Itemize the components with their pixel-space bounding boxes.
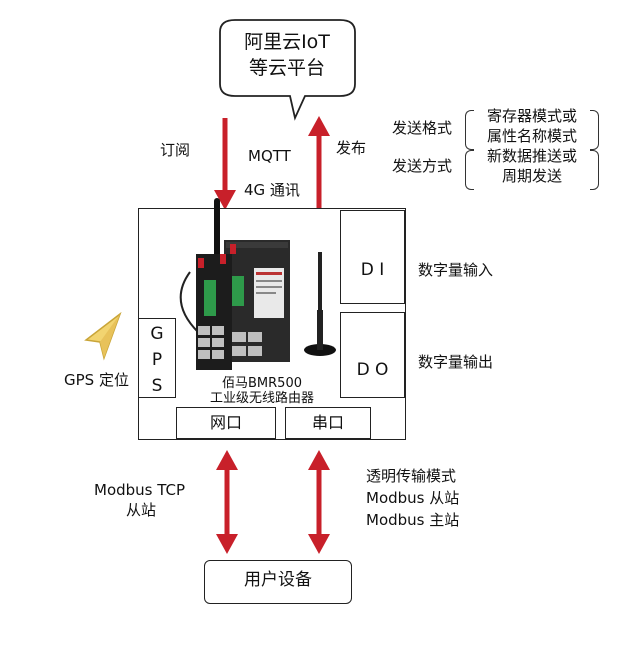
do-description: 数字量输出 bbox=[418, 353, 494, 371]
method-bracket-right bbox=[590, 150, 599, 190]
gps-description: GPS 定位 bbox=[64, 371, 129, 389]
send-format-option1: 寄存器模式或 bbox=[486, 107, 577, 125]
di-description: 数字量输入 bbox=[418, 261, 494, 279]
ethernet-port-box bbox=[176, 407, 276, 439]
format-bracket-right bbox=[590, 110, 599, 150]
cloud-bubble bbox=[219, 19, 356, 121]
gps-box bbox=[138, 318, 176, 398]
user-device-box bbox=[204, 560, 352, 604]
ethernet-arrow-head-down bbox=[216, 534, 238, 554]
serial-port-box bbox=[285, 407, 371, 439]
router-image bbox=[179, 198, 336, 370]
ethernet-port-label: 网口 bbox=[209, 413, 242, 432]
serial-arrow-head-down bbox=[308, 534, 330, 554]
publish-label: 发布 bbox=[336, 139, 367, 157]
send-method-option1: 新数据推送或 bbox=[486, 147, 577, 165]
cloud-title-line2: 等云平台 bbox=[248, 57, 325, 79]
send-format-option2: 属性名称模式 bbox=[486, 127, 577, 145]
router-name-line1: 佰马BMR500 bbox=[222, 376, 302, 391]
publish-arrow-head bbox=[308, 116, 330, 136]
subscribe-arrow-head bbox=[214, 190, 236, 210]
serial-arrow-head-up bbox=[308, 450, 330, 470]
serial-mode-line3: Modbus 主站 bbox=[366, 511, 460, 529]
modbus-tcp-label: Modbus TCP bbox=[94, 481, 186, 499]
network-label: 4G 通讯 bbox=[244, 181, 300, 199]
method-bracket-left bbox=[465, 150, 474, 190]
ethernet-arrow-head-up bbox=[216, 450, 238, 470]
router-name-line2: 工业级无线路由器 bbox=[209, 391, 314, 406]
serial-port-label: 串口 bbox=[311, 413, 344, 432]
subscribe-label: 订阅 bbox=[160, 141, 191, 159]
cloud-title-line1: 阿里云IoT bbox=[244, 31, 330, 53]
send-method-label: 发送方式 bbox=[392, 157, 453, 175]
gps-label: GPS bbox=[147, 324, 167, 402]
send-method-option2: 周期发送 bbox=[501, 167, 562, 185]
send-format-label: 发送格式 bbox=[392, 119, 453, 137]
di-label: D I bbox=[360, 260, 385, 280]
serial-mode-line1: 透明传输模式 bbox=[366, 467, 457, 485]
do-box bbox=[340, 312, 405, 398]
upper-arrows bbox=[214, 116, 330, 210]
navigation-arrow-icon bbox=[84, 311, 122, 361]
format-bracket-left bbox=[465, 110, 474, 150]
lower-arrows bbox=[216, 450, 330, 554]
do-label: D O bbox=[356, 360, 389, 380]
user-device-label: 用户设备 bbox=[244, 570, 312, 590]
di-box bbox=[340, 210, 405, 304]
mqtt-label: MQTT bbox=[248, 147, 291, 165]
modbus-tcp-role: 从站 bbox=[126, 501, 157, 519]
serial-mode-line2: Modbus 从站 bbox=[366, 489, 460, 507]
